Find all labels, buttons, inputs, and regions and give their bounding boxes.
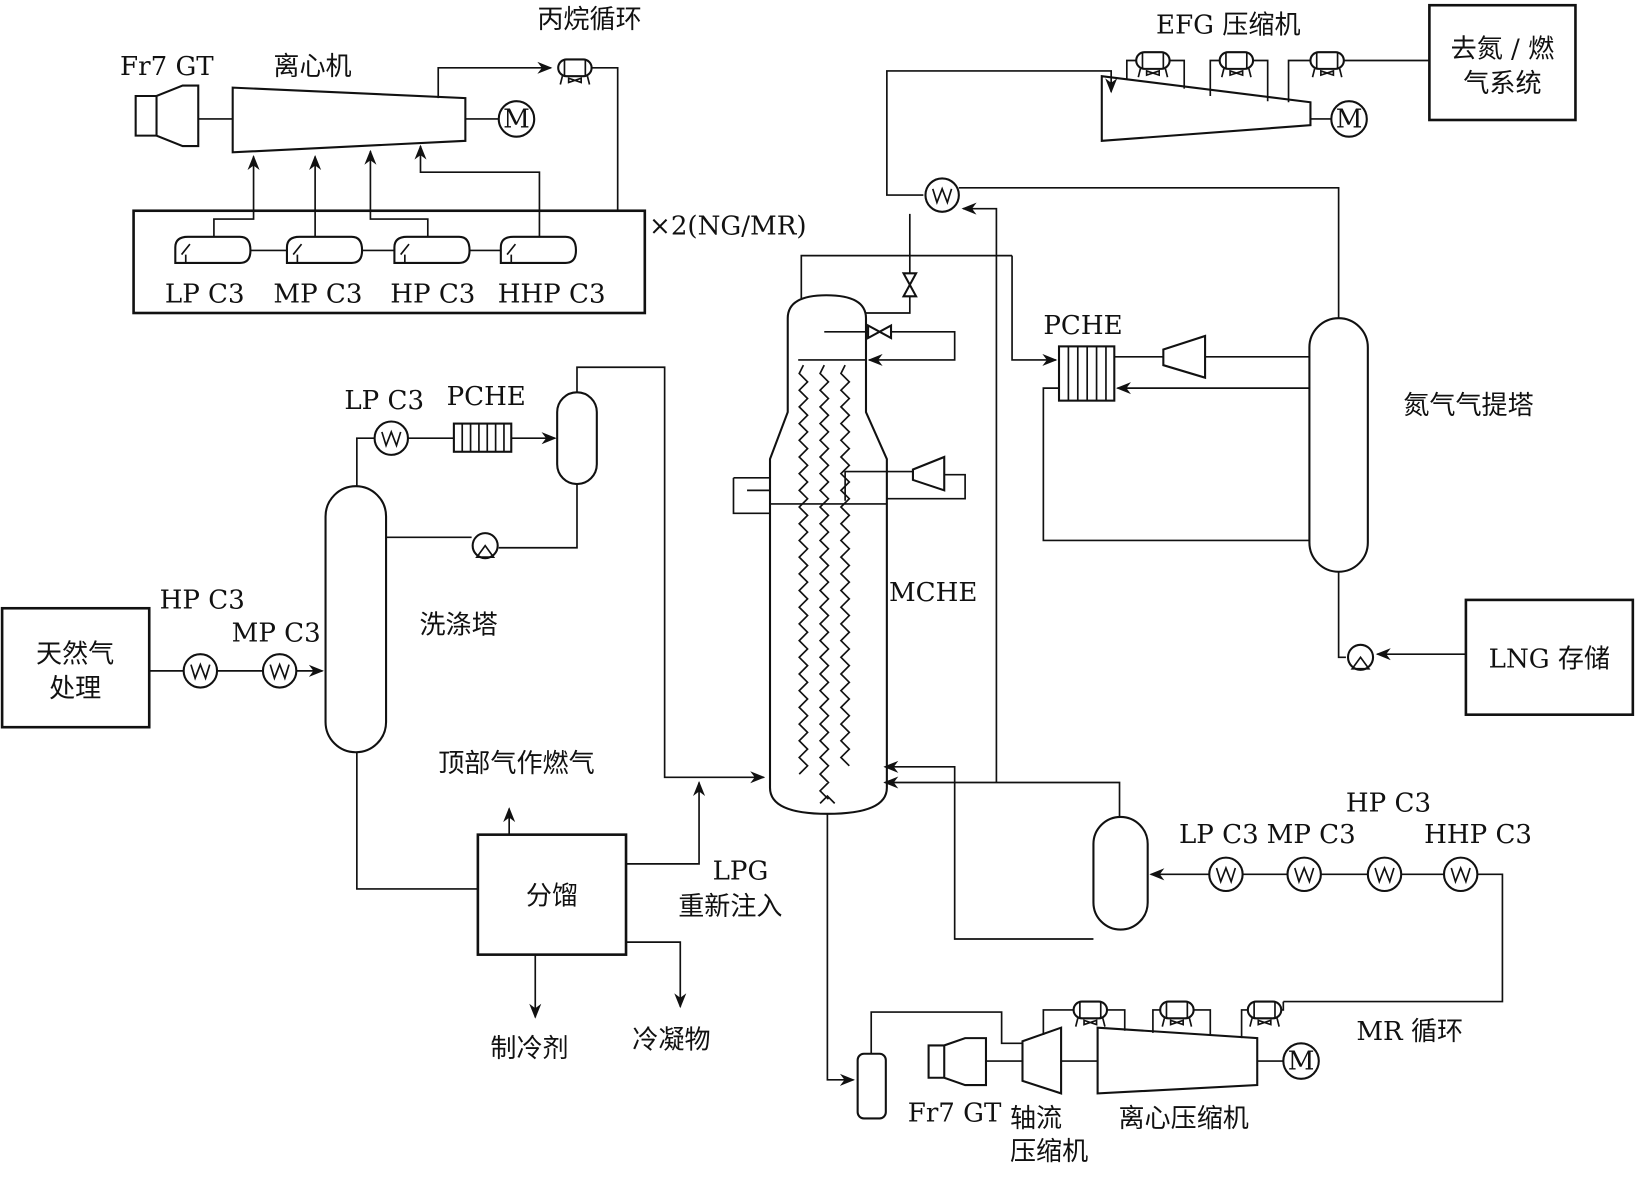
feed-mp-c3-exchanger-icon xyxy=(261,653,298,689)
efg-cooler-2-icon xyxy=(1218,51,1255,79)
kettle-mp xyxy=(285,235,364,264)
lng-storage-box[interactable] xyxy=(1464,598,1635,716)
efg-section: EFG 压缩机 M 去氮 / 燃 气系统 xyxy=(800,3,1577,783)
propane-cycle: 丙烷循环 Fr7 GT 离心机 M ×2(NG/MR) LP C3 MP C3 … xyxy=(120,5,807,315)
axial-compressor-label-1: 轴流 xyxy=(1010,1104,1062,1134)
mr-motor-icon: M xyxy=(1282,1042,1320,1080)
reflux-drum xyxy=(556,391,598,486)
mr-gas-turbine-label: Fr7 GT xyxy=(908,1099,1002,1129)
kettle-hhp xyxy=(499,235,577,264)
gas-turbine-icon xyxy=(134,84,200,148)
gas-treatment-box[interactable] xyxy=(0,606,151,729)
kettle-lp xyxy=(174,235,252,264)
pche-exchanger-icon xyxy=(1057,345,1116,402)
centrifugal-compressor-label: 离心压缩机 xyxy=(1118,1104,1248,1134)
efg-motor-icon: M xyxy=(1330,100,1368,138)
scrub-pche-icon xyxy=(452,422,513,453)
mche-coil-bundle-3 xyxy=(839,364,851,767)
feed-hp-c3-label: HP C3 xyxy=(160,585,245,615)
expander-icon xyxy=(1162,334,1207,380)
efg-title: EFG 压缩机 xyxy=(1156,10,1301,40)
nitrogen-section: PCHE 氮气气提塔 LNG 存储 xyxy=(1011,255,1635,716)
mr-mp-c3-label: MP C3 xyxy=(1267,820,1356,850)
mche-coil-bundle-1 xyxy=(798,364,809,775)
fractionation-label: 分馏 xyxy=(526,882,578,912)
overhead-fuel-label: 顶部气作燃气 xyxy=(438,749,594,779)
mr-hp-c3-label: HP C3 xyxy=(1346,789,1431,819)
jt-valve-icon xyxy=(901,272,918,298)
feed-mp-c3-label: MP C3 xyxy=(232,619,321,649)
mr-hp-c3-exchanger-icon xyxy=(1366,856,1403,893)
mche-label: MCHE xyxy=(889,578,977,608)
mche-coil-bundle-2 xyxy=(818,364,830,800)
fractionation-box[interactable] xyxy=(476,833,628,956)
mr-cycle-title: MR 循环 xyxy=(1356,1017,1463,1047)
centrifugal-compressor-icon xyxy=(231,86,467,154)
mr-cooler-1-icon xyxy=(1072,1000,1109,1028)
reflux-pump-icon xyxy=(471,532,499,560)
gas-treatment-label-1: 天然气 xyxy=(36,640,114,670)
scrub-lp-c3-label: LP C3 xyxy=(344,386,424,416)
feed-hp-c3-exchanger-icon xyxy=(182,653,219,689)
efg-cooler-1-icon xyxy=(1135,51,1171,79)
mr-hhp-c3-exchanger-icon xyxy=(1442,856,1479,893)
mr-separator xyxy=(1092,815,1149,931)
mche-section: MCHE xyxy=(732,294,977,815)
axial-compressor-label-2: 压缩机 xyxy=(1010,1137,1088,1167)
refrigerant-label: 制冷剂 xyxy=(490,1034,568,1064)
svg-text:M: M xyxy=(1288,1046,1315,1076)
mche-top-valve-icon xyxy=(867,323,893,340)
condensate-label: 冷凝物 xyxy=(632,1026,710,1056)
scrub-column xyxy=(324,485,388,754)
pche-label-top: PCHE xyxy=(1043,311,1122,341)
mr-lp-c3-exchanger-icon xyxy=(1208,856,1244,893)
mr-cooler-3-icon xyxy=(1246,1000,1283,1028)
propane-condenser-icon xyxy=(557,58,593,86)
compressor-label: 离心机 xyxy=(273,52,351,82)
mr-mp-c3-exchanger-icon xyxy=(1286,856,1322,893)
mche-expander-icon xyxy=(911,455,946,492)
denitrogen-label-2: 气系统 xyxy=(1463,69,1541,99)
lpg-label: LPG xyxy=(713,857,769,887)
lpg-reinjection-label: 重新注入 xyxy=(678,892,782,922)
axial-compressor-icon xyxy=(1021,1026,1063,1095)
lng-storage-label: LNG 存储 xyxy=(1489,645,1610,675)
kettle-label-hhp: HHP C3 xyxy=(498,280,606,310)
svg-text:M: M xyxy=(503,104,530,134)
mr-cycle: HP C3 LP C3 MP C3 HHP C3 MR 循环 M Fr7 GT … xyxy=(826,760,1532,1167)
scrub-pche-label: PCHE xyxy=(447,382,526,412)
mr-cooler-2-icon xyxy=(1159,1000,1195,1028)
scrub-lp-c3-exchanger-icon xyxy=(373,420,410,456)
kettle-hp xyxy=(393,235,471,264)
kettle-label-mp: MP C3 xyxy=(273,280,362,310)
kettle-label-hp: HP C3 xyxy=(390,280,475,310)
feed-section: 天然气 处理 HP C3 MP C3 洗涤塔 LP C3 PCHE xyxy=(0,366,766,890)
scrub-column-label: 洗涤塔 xyxy=(419,610,497,640)
mr-suction-drum xyxy=(856,1052,887,1120)
efg-compressor-icon xyxy=(1100,74,1312,142)
kettle-label-lp: LP C3 xyxy=(165,280,245,310)
motor-icon: M xyxy=(497,100,536,138)
mr-gas-turbine-icon xyxy=(927,1037,988,1087)
nitrogen-stripper-label: 氮气气提塔 xyxy=(1403,391,1533,421)
mche-vessel xyxy=(768,294,888,815)
lng-pump-icon xyxy=(1346,643,1375,671)
nitrogen-stripper-column xyxy=(1308,317,1369,573)
mr-centrifugal-compressor-icon xyxy=(1096,1026,1259,1095)
propane-cycle-title: 丙烷循环 xyxy=(537,5,641,35)
gas-turbine-label: Fr7 GT xyxy=(120,52,214,82)
gas-treatment-label-2: 处理 xyxy=(49,674,101,704)
efg-cooler-3-icon xyxy=(1309,51,1345,79)
svg-text:M: M xyxy=(1336,104,1363,134)
mr-hhp-c3-label: HHP C3 xyxy=(1424,820,1532,850)
train-multiplier: ×2(NG/MR) xyxy=(649,212,807,242)
mr-lp-c3-label: LP C3 xyxy=(1179,820,1259,850)
fractionation-section: 分馏 顶部气作燃气 LPG 重新注入 制冷剂 冷凝物 xyxy=(438,749,782,1064)
boil-off-exchanger-icon xyxy=(924,177,960,213)
denitrogen-fuel-gas-box[interactable] xyxy=(1428,3,1577,122)
denitrogen-label-1: 去氮 / 燃 xyxy=(1451,34,1555,64)
